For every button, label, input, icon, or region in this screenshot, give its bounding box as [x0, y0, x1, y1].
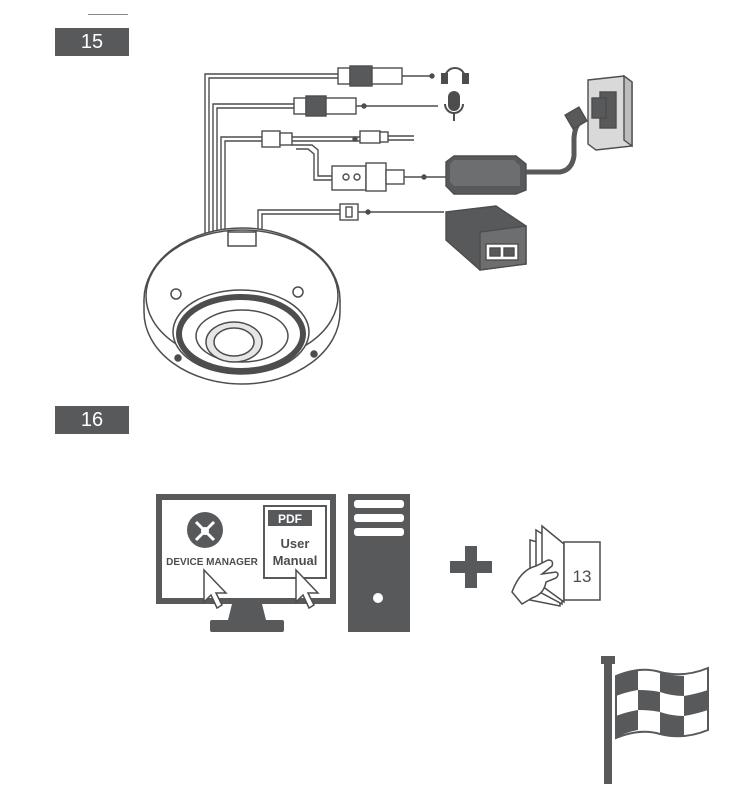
audio-out-jack [337, 65, 435, 87]
audio-in-jack [293, 95, 438, 117]
user-manual-line2: Manual [273, 553, 318, 568]
dc-terminal-block [292, 144, 446, 192]
poe-injector [445, 205, 527, 271]
power-adapter [445, 106, 588, 195]
power-terminal-connector [261, 130, 414, 148]
plus-icon [450, 546, 492, 588]
microphone-icon [444, 91, 464, 121]
audio-in-cable [212, 103, 294, 235]
step-16-badge: 16 [55, 406, 129, 434]
cursor-icon [203, 568, 228, 610]
top-rule [88, 14, 128, 15]
pdf-user-manual-card: PDF User Manual [263, 505, 327, 579]
audio-out-cable [204, 73, 338, 235]
cursor-icon [295, 568, 320, 610]
user-manual-line1: User [281, 536, 310, 551]
power-cable [220, 136, 262, 235]
wall-outlet [587, 74, 633, 151]
pc-tower [348, 494, 410, 632]
step-15-badge: 15 [55, 28, 129, 56]
manual-page-number: 13 [573, 567, 592, 586]
device-manager-icon [187, 512, 223, 548]
pdf-label: PDF [278, 512, 302, 526]
fisheye-camera [143, 227, 341, 385]
network-connector [339, 203, 444, 221]
manual-book-icon [511, 524, 601, 607]
network-cable [257, 209, 340, 235]
device-manager-label: DEVICE MANAGER [166, 557, 258, 568]
checkered-flag-icon [601, 656, 709, 784]
headphone-icon [441, 67, 469, 84]
camera-wiring-diagram [204, 73, 340, 235]
